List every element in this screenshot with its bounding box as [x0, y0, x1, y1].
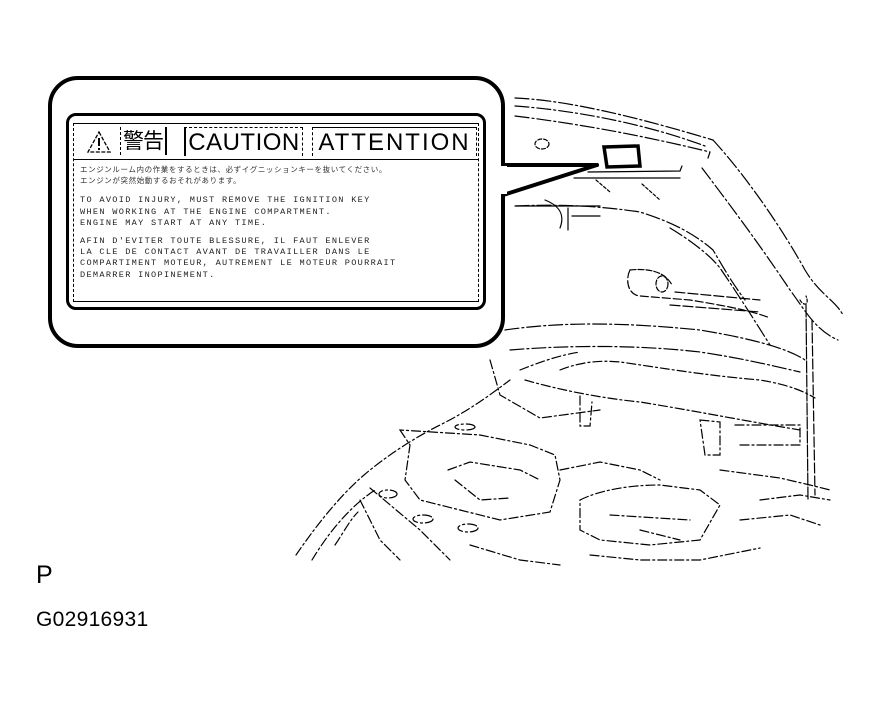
english-title: CAUTION	[184, 127, 303, 156]
japanese-line: エンジンルーム内の作業をするときは、必ずイグニッションキーを抜いてください。	[80, 165, 387, 174]
caution-label-header: 警告 CAUTION ATTENTION	[74, 124, 478, 160]
japanese-title: 警告	[120, 127, 167, 155]
caution-label-frame: 警告 CAUTION ATTENTION エンジンルーム内の作業をするときは、必…	[73, 123, 479, 302]
english-warning-text: TO AVOID INJURY, MUST REMOVE THE IGNITIO…	[80, 195, 474, 229]
french-line: COMPARTIMENT MOTEUR, AUTREMENT LE MOTEUR…	[80, 258, 397, 269]
french-line: AFIN D'EVITER TOUTE BLESSURE, IL FAUT EN…	[80, 236, 371, 247]
engine-compartment	[295, 351, 831, 566]
caution-label: 警告 CAUTION ATTENTION エンジンルーム内の作業をするときは、必…	[66, 113, 486, 310]
hood-panel	[504, 97, 844, 373]
japanese-warning-text: エンジンルーム内の作業をするときは、必ずイグニッションキーを抜いてください。 エ…	[80, 164, 474, 186]
warning-triangle-icon	[86, 130, 112, 153]
label-location-marker	[601, 144, 642, 169]
french-line: LA CLE DE CONTACT AVANT DE TRAVAILLER DA…	[80, 247, 371, 258]
view-letter: P	[36, 561, 53, 589]
french-warning-text: AFIN D'EVITER TOUTE BLESSURE, IL FAUT EN…	[80, 236, 474, 281]
english-line: WHEN WORKING AT THE ENGINE COMPARTMENT.	[80, 206, 332, 217]
hood-details	[515, 138, 816, 501]
french-line: DEMARRER INOPINEMENT.	[80, 269, 216, 280]
japanese-line: エンジンが突然始動するおそれがあります。	[80, 176, 242, 186]
english-line: ENGINE MAY START AT ANY TIME.	[80, 217, 268, 228]
english-line: TO AVOID INJURY, MUST REMOVE THE IGNITIO…	[80, 195, 371, 206]
french-title: ATTENTION	[312, 127, 477, 156]
diagram-code: G02916931	[36, 608, 149, 631]
callout-pointer	[498, 163, 599, 198]
callout-pointer-gap	[497, 166, 507, 194]
caution-label-body: エンジンルーム内の作業をするときは、必ずイグニッションキーを抜いてください。 エ…	[80, 164, 474, 288]
